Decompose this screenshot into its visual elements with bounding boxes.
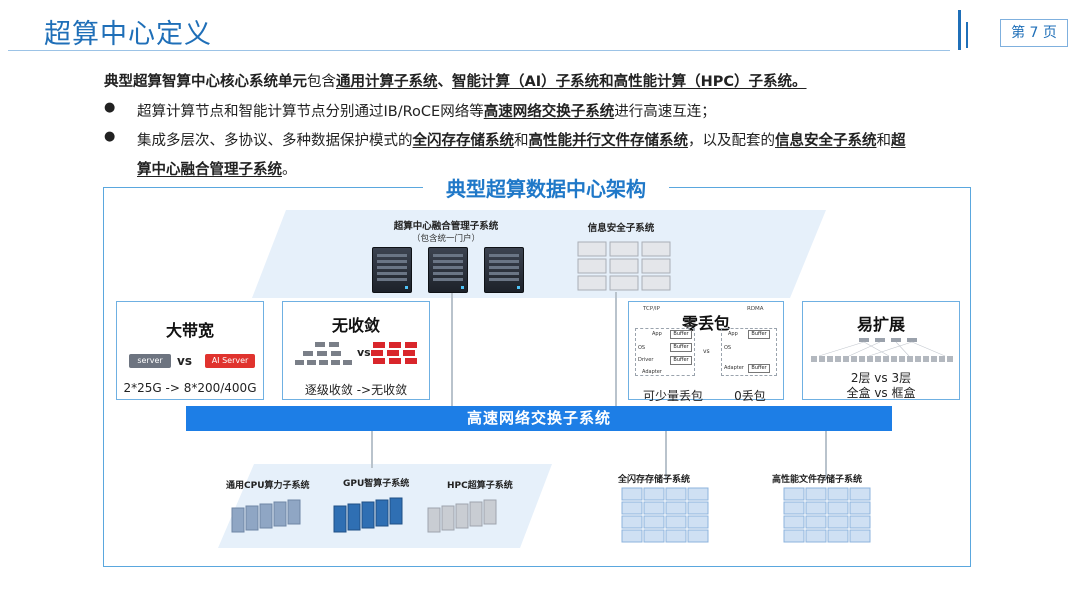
- tcpip-buffer-2: Buffer: [670, 343, 692, 352]
- card-scalability: 易扩展 2层 vs 3层 全盒 vs 框盒: [802, 301, 960, 400]
- bullet-dot: ●: [104, 100, 116, 115]
- card-zero-loss: 零丢包 TCP/IP RDMA App Buffer OS Buffer Dri…: [628, 301, 784, 403]
- bullet-2: ● 集成多层次、多协议、多种数据保护模式的全闪存存储系统和高性能并行文件存储系统…: [104, 129, 906, 150]
- ai-server-chip: AI Server: [205, 354, 255, 368]
- card-bandwidth-title: 大带宽: [165, 321, 214, 340]
- header-accent-bar-thin: [966, 22, 968, 48]
- rdma-os: OS: [724, 345, 732, 351]
- convergence-vs: vs: [357, 346, 371, 359]
- card-bandwidth-caption: 2*25G -> 8*200/400G: [123, 381, 257, 395]
- title-divider: [8, 50, 950, 51]
- bullet-1-text-b: 进行高速互连；: [614, 104, 716, 120]
- tcpip-buffer-1: Buffer: [670, 330, 692, 339]
- intro-sep: 、: [437, 74, 453, 90]
- hpc-label: HPC超算子系统: [447, 481, 513, 491]
- gpu-rack-icon: [333, 497, 403, 533]
- intro-line: 典型超算智算中心核心系统单元包含通用计算子系统、智能计算（AI）子系统和高性能计…: [104, 70, 807, 91]
- bullet-2-line2: 算中心融合管理子系统。: [137, 158, 297, 179]
- bullet-2-period: 。: [282, 162, 297, 178]
- pfs-storage-label: 高性能文件存储子系统: [772, 475, 863, 485]
- bullet-dot: ●: [104, 129, 116, 144]
- bullet-1-text-a: 超算计算节点和智能计算节点分别通过IB/RoCE网络等: [137, 104, 484, 120]
- diagram-title: 典型超算数据中心架构: [423, 172, 669, 206]
- bullet-2-pfs: 高性能并行文件存储系统: [528, 133, 689, 149]
- card-convergence-caption: 逐级收敛 ->无收敛: [304, 383, 408, 397]
- bullet-2-text-a: 集成多层次、多协议、多种数据保护模式的: [137, 133, 413, 149]
- loss-vs: vs: [703, 348, 710, 355]
- tcpip-label: TCP/IP: [643, 306, 660, 312]
- firewall-icon: [577, 241, 671, 291]
- card-scalability-caption-1: 2层 vs 3层: [850, 371, 912, 385]
- page-title: 超算中心定义: [44, 19, 212, 50]
- top-plane: [252, 210, 826, 298]
- loss-right-caption: 0丢包: [734, 389, 766, 403]
- pfs-storage-icon: [783, 487, 871, 543]
- intro-ai-hpc: 智能计算（AI）子系统和高性能计算（HPC）子系统。: [452, 74, 807, 90]
- tcpip-buffer-3: Buffer: [670, 356, 692, 365]
- rdma-buffer-2: Buffer: [748, 364, 770, 373]
- bullet-2-mgmt-end: 算中心融合管理子系统: [137, 162, 282, 178]
- tcpip-adapter: Adapter: [642, 369, 662, 375]
- mgmt-server-1: [372, 247, 412, 293]
- rdma-buffer-1: Buffer: [748, 330, 770, 339]
- mgmt-server-3: [484, 247, 524, 293]
- tcpip-os: OS: [638, 345, 646, 351]
- intro-subject: 典型超算智算中心核心系统单元: [104, 74, 307, 90]
- bandwidth-vs: vs: [177, 354, 192, 368]
- bullet-1: ● 超算计算节点和智能计算节点分别通过IB/RoCE网络等高速网络交换子系统进行…: [104, 100, 716, 121]
- header-accent-bar: [958, 10, 961, 50]
- rdma-adapter: Adapter: [724, 365, 744, 371]
- bullet-1-network: 高速网络交换子系统: [483, 104, 615, 120]
- bullet-2-flash: 全闪存存储系统: [412, 133, 515, 149]
- bullet-2-mgmt-start: 超: [891, 133, 906, 149]
- network-tree-icon: [295, 342, 417, 365]
- bullet-2-text-b: ，以及配套的: [688, 133, 775, 149]
- bullet-2-and2: 和: [876, 133, 892, 149]
- intro-verb: 包含: [307, 74, 336, 90]
- tcpip-app: App: [652, 331, 662, 337]
- flash-storage-label: 全闪存存储子系统: [618, 475, 691, 485]
- topology-icon: [811, 338, 953, 362]
- bullet-2-and: 和: [514, 133, 529, 149]
- intro-general-compute: 通用计算子系统: [336, 74, 438, 90]
- network-switch-bus: 高速网络交换子系统: [186, 406, 892, 431]
- flash-storage-icon: [621, 487, 709, 543]
- rdma-stack: App Buffer OS Adapter Buffer: [721, 328, 777, 376]
- cpu-rack-icon: [231, 499, 301, 533]
- rdma-app: App: [728, 331, 738, 337]
- bullet-2-security: 信息安全子系统: [775, 133, 877, 149]
- hpc-rack-icon: [427, 499, 497, 533]
- mgmt-label: 超算中心融合管理子系统: [393, 221, 499, 232]
- tcpip-stack: App Buffer OS Buffer Driver Buffer Adapt…: [635, 328, 695, 376]
- card-scalability-caption-2: 全盒 vs 框盒: [846, 386, 916, 400]
- page-number: 第 7 页: [1000, 19, 1068, 47]
- card-bandwidth: 大带宽 server vs AI Server 2*25G -> 8*200/4…: [116, 301, 264, 400]
- card-convergence-title: 无收敛: [331, 316, 380, 335]
- security-label: 信息安全子系统: [587, 223, 655, 234]
- card-scalability-title: 易扩展: [856, 315, 905, 334]
- mgmt-server-2: [428, 247, 468, 293]
- tcpip-driver: Driver: [638, 357, 654, 363]
- mgmt-sublabel: （包含统一门户）: [411, 234, 480, 244]
- gpu-label: GPU智算子系统: [343, 479, 410, 489]
- cpu-label: 通用CPU算力子系统: [226, 481, 310, 491]
- rdma-label: RDMA: [747, 306, 764, 312]
- card-convergence: 无收敛 vs 逐级收敛 ->无收敛: [282, 301, 430, 400]
- server-chip: server: [129, 354, 171, 368]
- loss-left-caption: 可少量丢包: [642, 389, 703, 403]
